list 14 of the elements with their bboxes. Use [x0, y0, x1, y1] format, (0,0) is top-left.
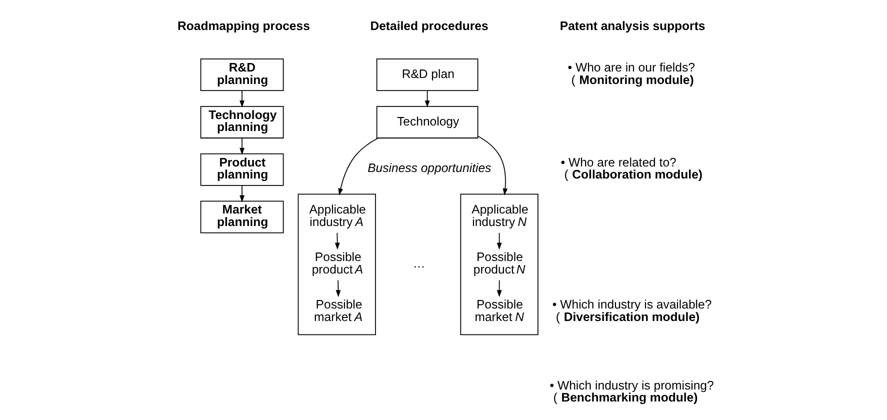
node-text: Possible product N	[472, 250, 525, 276]
label: • Who are related to? (Collaboration module)	[560, 155, 702, 182]
label: …	[412, 256, 425, 271]
node-text: Applicable industry A	[308, 202, 366, 229]
label: Business opportunities	[367, 160, 491, 175]
node-text: Possible market A	[314, 298, 362, 324]
node-text: Possible market N	[474, 298, 524, 324]
label: Roadmapping process	[177, 18, 310, 33]
label: Detailed procedures	[370, 18, 488, 33]
node-text: Applicable industry N	[471, 202, 528, 229]
label: • Which industry is promising? (Benchmarking module)	[549, 378, 714, 405]
label: • Who are in our fields? (Monitoring module)	[567, 60, 694, 87]
label: • Which industry is available? (Diversification module)	[552, 298, 712, 324]
label: Patent analysis supports	[559, 18, 705, 33]
